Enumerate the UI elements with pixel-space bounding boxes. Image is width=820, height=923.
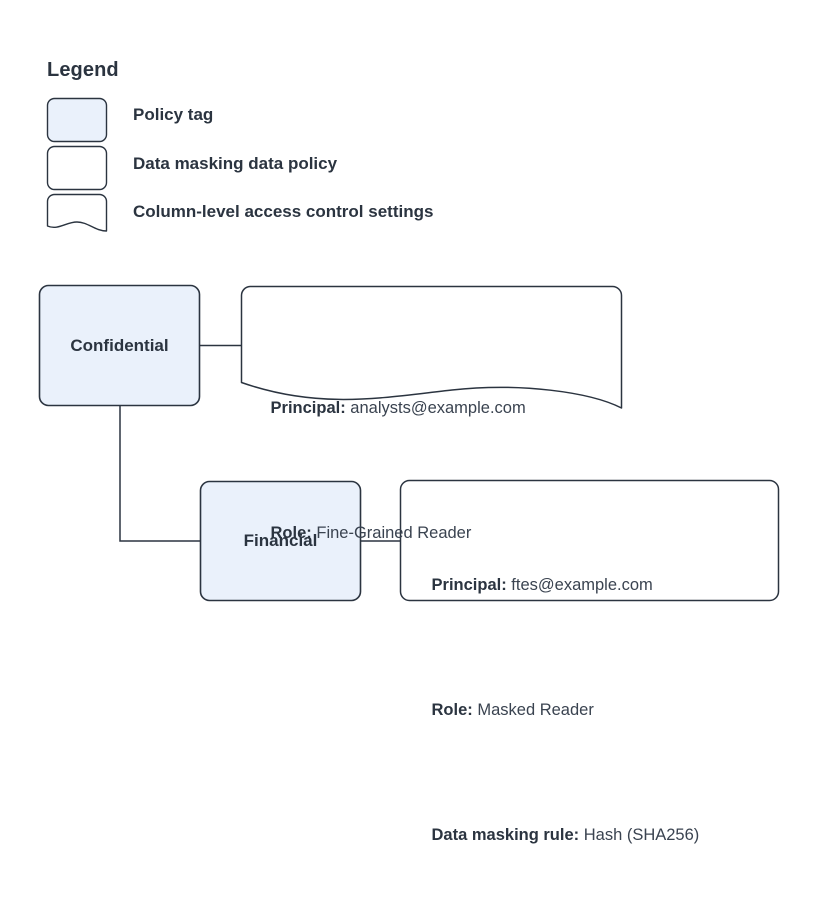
callout-row: Principal: analysts@example.com <box>243 371 623 446</box>
legend-swatch-policy-tag <box>46 97 108 143</box>
node-label-confidential: Confidential <box>70 336 169 355</box>
node-confidential[interactable] <box>38 284 201 407</box>
legend-item-label-policy-tag: Policy tag <box>133 105 214 124</box>
callout-row: Role: Fine-Grained Reader <box>243 496 623 571</box>
callout-financial-policy-shape[interactable] <box>399 479 780 602</box>
callout-financial-policy-text: Principal: ftes@example.com Role: Masked… <box>404 498 780 923</box>
callout-row-value: ftes@example.com <box>511 576 653 594</box>
legend-item-label-data-masking-policy: Data masking data policy <box>133 154 338 173</box>
legend-swatch-column-access-settings <box>46 193 108 232</box>
callout-row: Principal: ftes@example.com <box>404 548 780 623</box>
callout-row-key: Principal: <box>431 576 512 594</box>
node-label-financial: Financial <box>243 531 318 550</box>
callout-row-value: Masked Reader <box>477 701 594 719</box>
node-financial[interactable] <box>199 480 362 602</box>
callout-row-key: Role: <box>270 524 317 542</box>
callout-row-value: Hash (SHA256) <box>583 826 700 844</box>
callout-row-value: analysts@example.com <box>350 399 526 417</box>
callout-confidential-access-text: Principal: analysts@example.com Role: Fi… <box>243 321 623 621</box>
callout-confidential-access-shape[interactable] <box>240 285 623 409</box>
legend-item-label-column-access-settings: Column-level access control settings <box>133 202 434 221</box>
legend-title: Legend <box>47 59 119 81</box>
diagram-canvas: Legend Policy tag Data masking data poli… <box>38 59 780 844</box>
connector-confidential-to-financial <box>119 406 200 542</box>
diagram-shape-layer <box>38 97 780 602</box>
callout-row-key: Data masking rule: <box>431 826 584 844</box>
callout-row-key: Role: <box>431 701 478 719</box>
callout-row-value: Fine-Grained Reader <box>316 524 472 542</box>
callout-row-key: Principal: <box>270 399 351 417</box>
callout-row: Role: Masked Reader <box>404 673 780 748</box>
callout-row: Data masking rule: Hash (SHA256) <box>404 798 780 873</box>
legend-swatch-data-masking-policy <box>46 145 108 191</box>
